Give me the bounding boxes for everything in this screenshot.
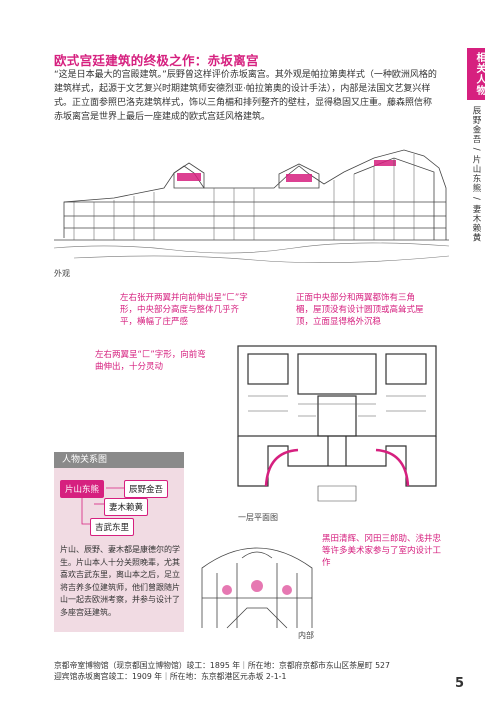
relationship-header: 人物关系图: [54, 452, 184, 468]
note-1: 左右张开两翼并向前伸出呈“匚”字形，中央部分高度与整体几乎齐平，横幅了庄严感: [120, 293, 248, 327]
note-4: 黑田清辉、冈田三郎助、浅井忠等许多美术家参与了室内设计工作: [322, 534, 442, 568]
exterior-caption: 外观: [54, 269, 70, 278]
note-2: 正面中央部分和两翼都饰有三角楣，屋顶没有设计圆顶或高耸式屋顶，立面显得格外沉稳: [296, 293, 424, 327]
footer-line-2: 迎宾馆赤坂离宫竣工：1909 年｜所在地：东京都港区元赤坂 2-1-1: [54, 672, 287, 681]
footer: 京都帝室博物馆（现京都国立博物馆）竣工：1895 年｜所在地：京都府京都市东山区…: [54, 660, 444, 682]
person-1: 辰野金吾: [124, 480, 169, 498]
relationship-box: 人物关系图 片山东熊 辰野金吾 妻木赖黄 吉武东里 片山、辰野、妻木都是康德尔的…: [54, 452, 184, 632]
exterior-illustration: [54, 149, 449, 264]
note-3: 左右两翼呈“匚”字形，向前弯曲伸出，十分灵动: [95, 350, 206, 372]
person-3: 吉武东里: [90, 518, 135, 536]
plan-caption: 一层平面图: [238, 513, 278, 522]
person-2: 妻木赖黄: [104, 498, 149, 516]
floor-plan: [237, 345, 437, 502]
interior-illustration: [201, 547, 313, 629]
page-number: 5: [455, 676, 465, 691]
person-main: 片山东熊: [60, 480, 105, 498]
footer-line-1: 京都帝室博物馆（现京都国立博物馆）竣工：1895 年｜所在地：京都府京都市东山区…: [54, 661, 390, 670]
sidebar: 相关人物 辰野金吾 / 片山东熊 / 妻木赖黄: [463, 48, 489, 243]
interior-caption: 内部: [298, 631, 314, 640]
intro-text: “这是日本最大的宫殿建筑。”辰野曾这样评价赤坂离宫。其外观是帕拉第奥样式（一种欧…: [54, 70, 437, 122]
sidebar-text: 辰野金吾 / 片山东熊 / 妻木赖黄: [471, 106, 481, 243]
intro-paragraph: “这是日本最大的宫殿建筑。”辰野曾这样评价赤坂离宫。其外观是帕拉第奥样式（一种欧…: [54, 68, 439, 124]
page-title: 欧式宫廷建筑的终极之作：赤坂离宫: [54, 53, 259, 68]
sidebar-tab: 相关人物: [467, 48, 485, 100]
relationship-text: 片山、辰野、妻木都是康德尔的学生。片山本人十分关照晚辈，尤其喜欢吉武东里，离山本…: [60, 545, 180, 617]
